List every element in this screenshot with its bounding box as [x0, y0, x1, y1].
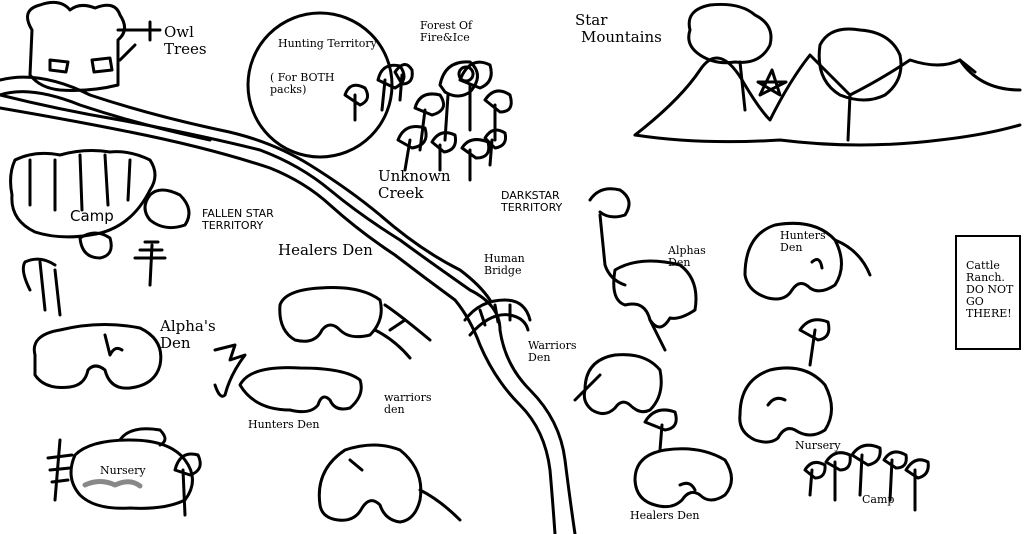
cattle-ranch-label: Cattle Ranch. DO NOT GO THERE!	[966, 259, 1014, 321]
star-mountains-drawing	[633, 3, 1022, 147]
hunting-territory-label: Hunting Territory	[278, 37, 377, 50]
healers-den-right-drawing	[633, 408, 733, 509]
camp-right-drawing	[803, 443, 930, 512]
hunters-den-left-drawing	[213, 343, 363, 414]
unknown-creek-line-a	[0, 93, 577, 534]
hunters-den-right-drawing	[743, 221, 872, 301]
cattle-ranch-warning-box	[955, 235, 1021, 350]
warriors-den-left-drawing	[317, 443, 462, 524]
camp-right-label: Camp	[862, 493, 895, 506]
nursery-right-drawing	[738, 318, 833, 444]
warriors-den-right-drawing	[573, 353, 663, 415]
healers-den-left-drawing	[278, 286, 432, 360]
forest-drawing	[396, 60, 513, 182]
fallen-star-camp-drawing	[9, 149, 191, 287]
unknown-creek-line-b	[0, 106, 557, 534]
alphas-den-left-drawing	[21, 257, 163, 390]
star-mountains-label: Star Mountains	[575, 11, 662, 46]
human-bridge-drawing	[463, 298, 532, 337]
alphas-den-right-drawing	[588, 187, 698, 352]
nursery-left-drawing	[46, 427, 202, 517]
nursery-left-label: Nursery	[100, 464, 146, 477]
healers-den-left-label: Healers Den	[278, 241, 373, 259]
camp-left-label: Camp	[70, 207, 114, 225]
owl-trees-drawing	[26, 0, 162, 92]
nursery-right-label: Nursery	[795, 439, 841, 452]
ridge-path	[0, 75, 492, 302]
healers-den-right-label: Healers Den	[630, 509, 700, 522]
hunters-den-left-label: Hunters Den	[248, 418, 320, 431]
